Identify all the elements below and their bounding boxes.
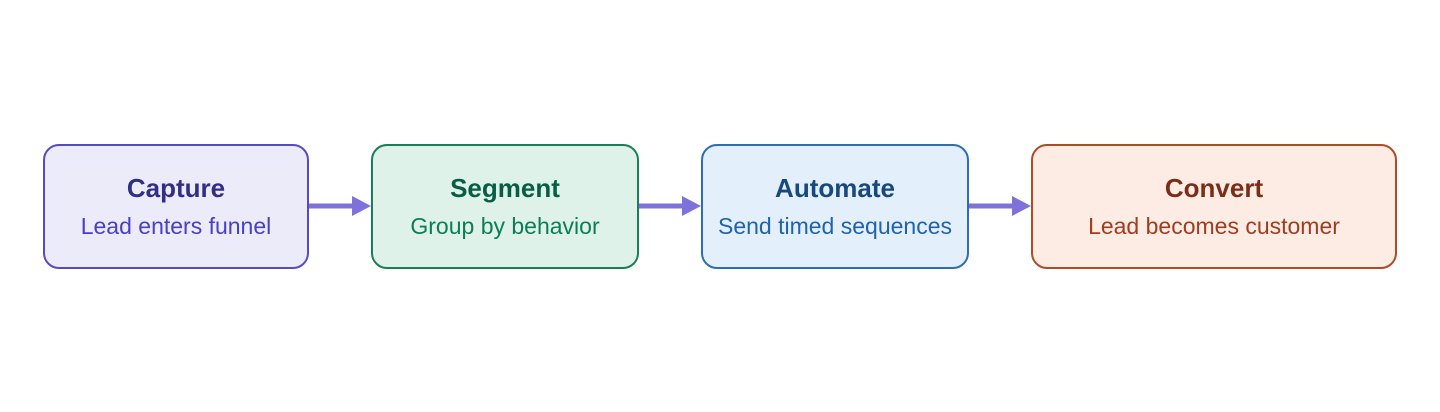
step-automate: Automate Send timed sequences: [701, 143, 969, 269]
step-capture-subtitle: Lead enters funnel: [80, 212, 272, 239]
step-capture: Capture Lead enters funnel: [43, 143, 309, 269]
step-convert-title: Convert: [1164, 172, 1264, 203]
flow-arrow: [639, 193, 701, 219]
flow-arrow: [969, 193, 1031, 219]
step-convert: Convert Lead becomes customer: [1031, 143, 1397, 269]
arrow-right-icon: [309, 196, 371, 216]
step-capture-title: Capture: [126, 172, 226, 203]
arrow-right-icon: [639, 196, 701, 216]
step-segment: Segment Group by behavior: [371, 143, 639, 269]
step-convert-subtitle: Lead becomes customer: [1088, 212, 1340, 239]
step-automate-subtitle: Send timed sequences: [718, 212, 952, 239]
flow-arrow: [309, 193, 371, 219]
step-automate-title: Automate: [775, 172, 895, 203]
step-segment-title: Segment: [450, 172, 560, 203]
step-segment-subtitle: Group by behavior: [410, 212, 600, 239]
arrow-right-icon: [969, 196, 1031, 216]
